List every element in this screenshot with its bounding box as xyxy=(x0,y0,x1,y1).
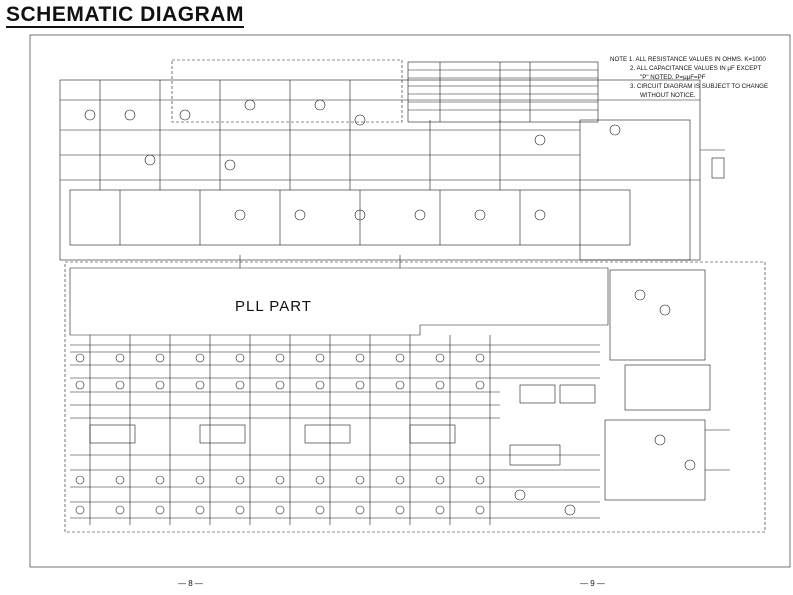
ic-4 xyxy=(409,424,456,444)
rf-dashed-box xyxy=(171,59,403,123)
ic-1 xyxy=(89,424,136,444)
note-3: 3. CIRCUIT DIAGRAM IS SUBJECT TO CHANGE xyxy=(630,83,769,90)
parts-table xyxy=(407,61,599,123)
right-module-3 xyxy=(604,419,706,501)
right-module xyxy=(609,269,706,361)
schematic-border xyxy=(29,34,791,568)
notes-block: NOTE 1. ALL RESISTANCE VALUES IN OHMS. K… xyxy=(610,55,768,100)
pll-part-box xyxy=(69,267,609,336)
note-1: NOTE 1. ALL RESISTANCE VALUES IN OHMS. K… xyxy=(610,56,766,63)
note-2-cont: "P" NOTED. P=μμF=PF xyxy=(640,74,706,81)
page-title: SCHEMATIC DIAGRAM xyxy=(6,3,244,28)
pll-dashed-frame xyxy=(64,261,766,533)
ic-6 xyxy=(559,384,596,404)
audio-section xyxy=(579,119,691,261)
right-module-2 xyxy=(624,364,711,411)
upper-circuit-band xyxy=(59,79,701,261)
note-2: 2. ALL CAPACITANCE VALUES IN μF EXCEPT xyxy=(630,65,762,72)
ic-5 xyxy=(519,384,556,404)
pll-part-label: PLL PART xyxy=(235,298,312,315)
note-3-cont: WITHOUT NOTICE. xyxy=(640,92,696,99)
page-number-right: — 9 — xyxy=(580,579,605,588)
mixer-section xyxy=(69,189,631,246)
ic-2 xyxy=(199,424,246,444)
ic-3 xyxy=(304,424,351,444)
page-number-left: — 8 — xyxy=(178,579,203,588)
